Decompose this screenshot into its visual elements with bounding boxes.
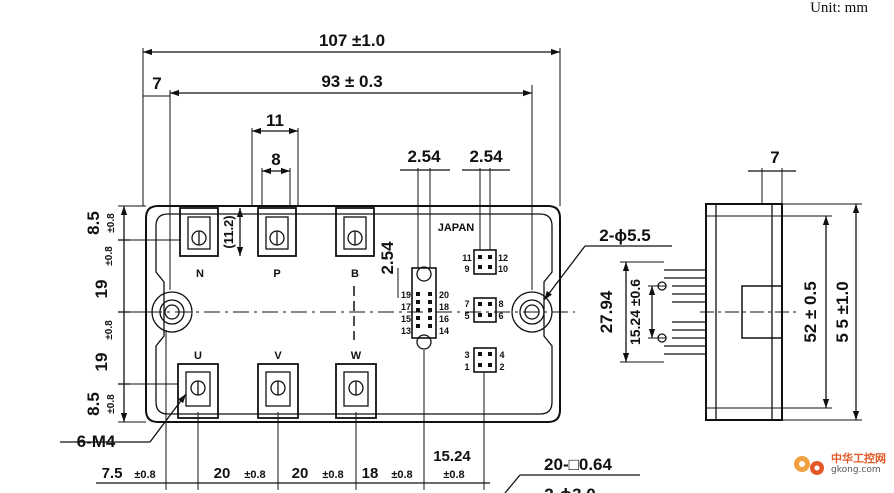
pin-number: 10 [498, 264, 508, 274]
terminal-label-P: P [273, 268, 280, 280]
pin-block-left [411, 266, 437, 350]
dim-bottom-1-tol: ±0.8 [134, 469, 155, 481]
pin-number: 6 [498, 311, 503, 321]
watermark-text: 中华工控网 [831, 452, 886, 465]
terminal-W [335, 363, 377, 419]
dim-bottom-1: 7.5 [102, 465, 123, 482]
dim-tab-inner: 8 [271, 150, 280, 169]
pin-number: 4 [499, 350, 504, 360]
pin-number: 7 [464, 299, 469, 309]
dim-pin-pitch-a: 2.54 [407, 147, 441, 166]
terminal-P [257, 207, 297, 257]
pin-number: 18 [439, 302, 449, 312]
dim-height-mid2-tol: ±0.8 [104, 320, 115, 340]
pin-number: 14 [439, 326, 449, 336]
pin-number: 3 [464, 350, 469, 360]
dim-bottom-2-tol: ±0.8 [244, 469, 265, 481]
dim-bottom-5-tol: ±0.8 [443, 469, 464, 481]
japan-label: JAPAN [438, 222, 475, 234]
terminal-label-V: V [274, 350, 282, 362]
pin-block-right-mid [473, 297, 497, 323]
dim-pin-pitch-b: 2.54 [469, 147, 503, 166]
unit-label: Unit: mm [810, 0, 868, 16]
dim-overall-width: 107 ±1.0 [319, 31, 385, 50]
dim-bottom-3-tol: ±0.8 [322, 469, 343, 481]
dim-pins-round: 2-ϕ3.0 [544, 485, 596, 493]
pin-number: 2 [499, 362, 504, 372]
dim-holes: 2-ϕ5.5 [599, 226, 651, 245]
dim-bottom-3: 20 [292, 465, 309, 482]
dim-pin-pitch-v: 2.54 [378, 241, 397, 275]
watermark-url: gkong.com [831, 465, 881, 475]
terminal-N [179, 207, 219, 257]
dim-pins-square: 20-□0.64 [544, 455, 612, 474]
terminal-label-W: W [351, 350, 362, 362]
pin-number: 1 [464, 362, 469, 372]
dim-height-mid1: 19 [92, 280, 111, 299]
dim-tab-height: (11.2) [221, 215, 236, 248]
pin-number: 20 [439, 290, 449, 300]
pin-block-right-top [473, 249, 497, 275]
dim-bottom-2: 20 [214, 465, 231, 482]
dim-side-width: 7 [770, 148, 779, 167]
dim-height-mid1-tol: ±0.8 [104, 246, 115, 266]
pin-number: 13 [401, 326, 411, 336]
dim-edge-offset: 7 [152, 74, 161, 93]
side-view-pins [657, 269, 706, 355]
pin-number: 19 [401, 290, 411, 300]
terminal-U [177, 363, 219, 419]
dim-side-pins-2: 15.24 ±0.6 [627, 279, 643, 345]
dim-tab-outer: 11 [266, 111, 284, 130]
terminal-label-N: N [196, 268, 204, 280]
pin-number: 5 [464, 311, 469, 321]
terminal-label-B: B [351, 268, 359, 280]
dim-side-height-2: 5 5 ±1.0 [833, 281, 852, 342]
dim-height-bot-tol: ±0.8 [106, 394, 117, 414]
dim-height-top: 8.5 [84, 211, 103, 235]
terminal-label-U: U [194, 350, 202, 362]
dim-side-height-1: 52 ± 0.5 [801, 281, 820, 342]
pin-number: 9 [464, 264, 469, 274]
terminal-V [257, 363, 299, 419]
pin-number: 8 [498, 299, 503, 309]
dim-bottom-5: 15.24 [433, 448, 471, 465]
pin-number: 17 [401, 302, 411, 312]
dim-height-mid2: 19 [92, 353, 111, 372]
watermark-logo: 中华工控网 gkong.com [789, 449, 886, 479]
dim-screws: 6-M4 [77, 432, 116, 451]
dim-mount-pitch: 93 ± 0.3 [321, 72, 382, 91]
pin-number: 16 [439, 314, 449, 324]
pin-number: 11 [462, 253, 472, 263]
dim-bottom-4-tol: ±0.8 [391, 469, 412, 481]
module-body-outline [145, 205, 561, 423]
dim-bottom-4: 18 [362, 465, 379, 482]
dim-height-bot: 8.5 [84, 392, 103, 416]
dim-height-top-tol: ±0.8 [106, 213, 117, 233]
module-body-inner-outline [155, 213, 553, 415]
dim-side-pins: 27.94 [597, 290, 616, 333]
pin-number: 12 [498, 253, 508, 263]
pin-number: 15 [401, 314, 411, 324]
gear-icon [794, 456, 824, 475]
terminal-B [335, 207, 375, 257]
pin-block-right-bot [473, 347, 497, 373]
